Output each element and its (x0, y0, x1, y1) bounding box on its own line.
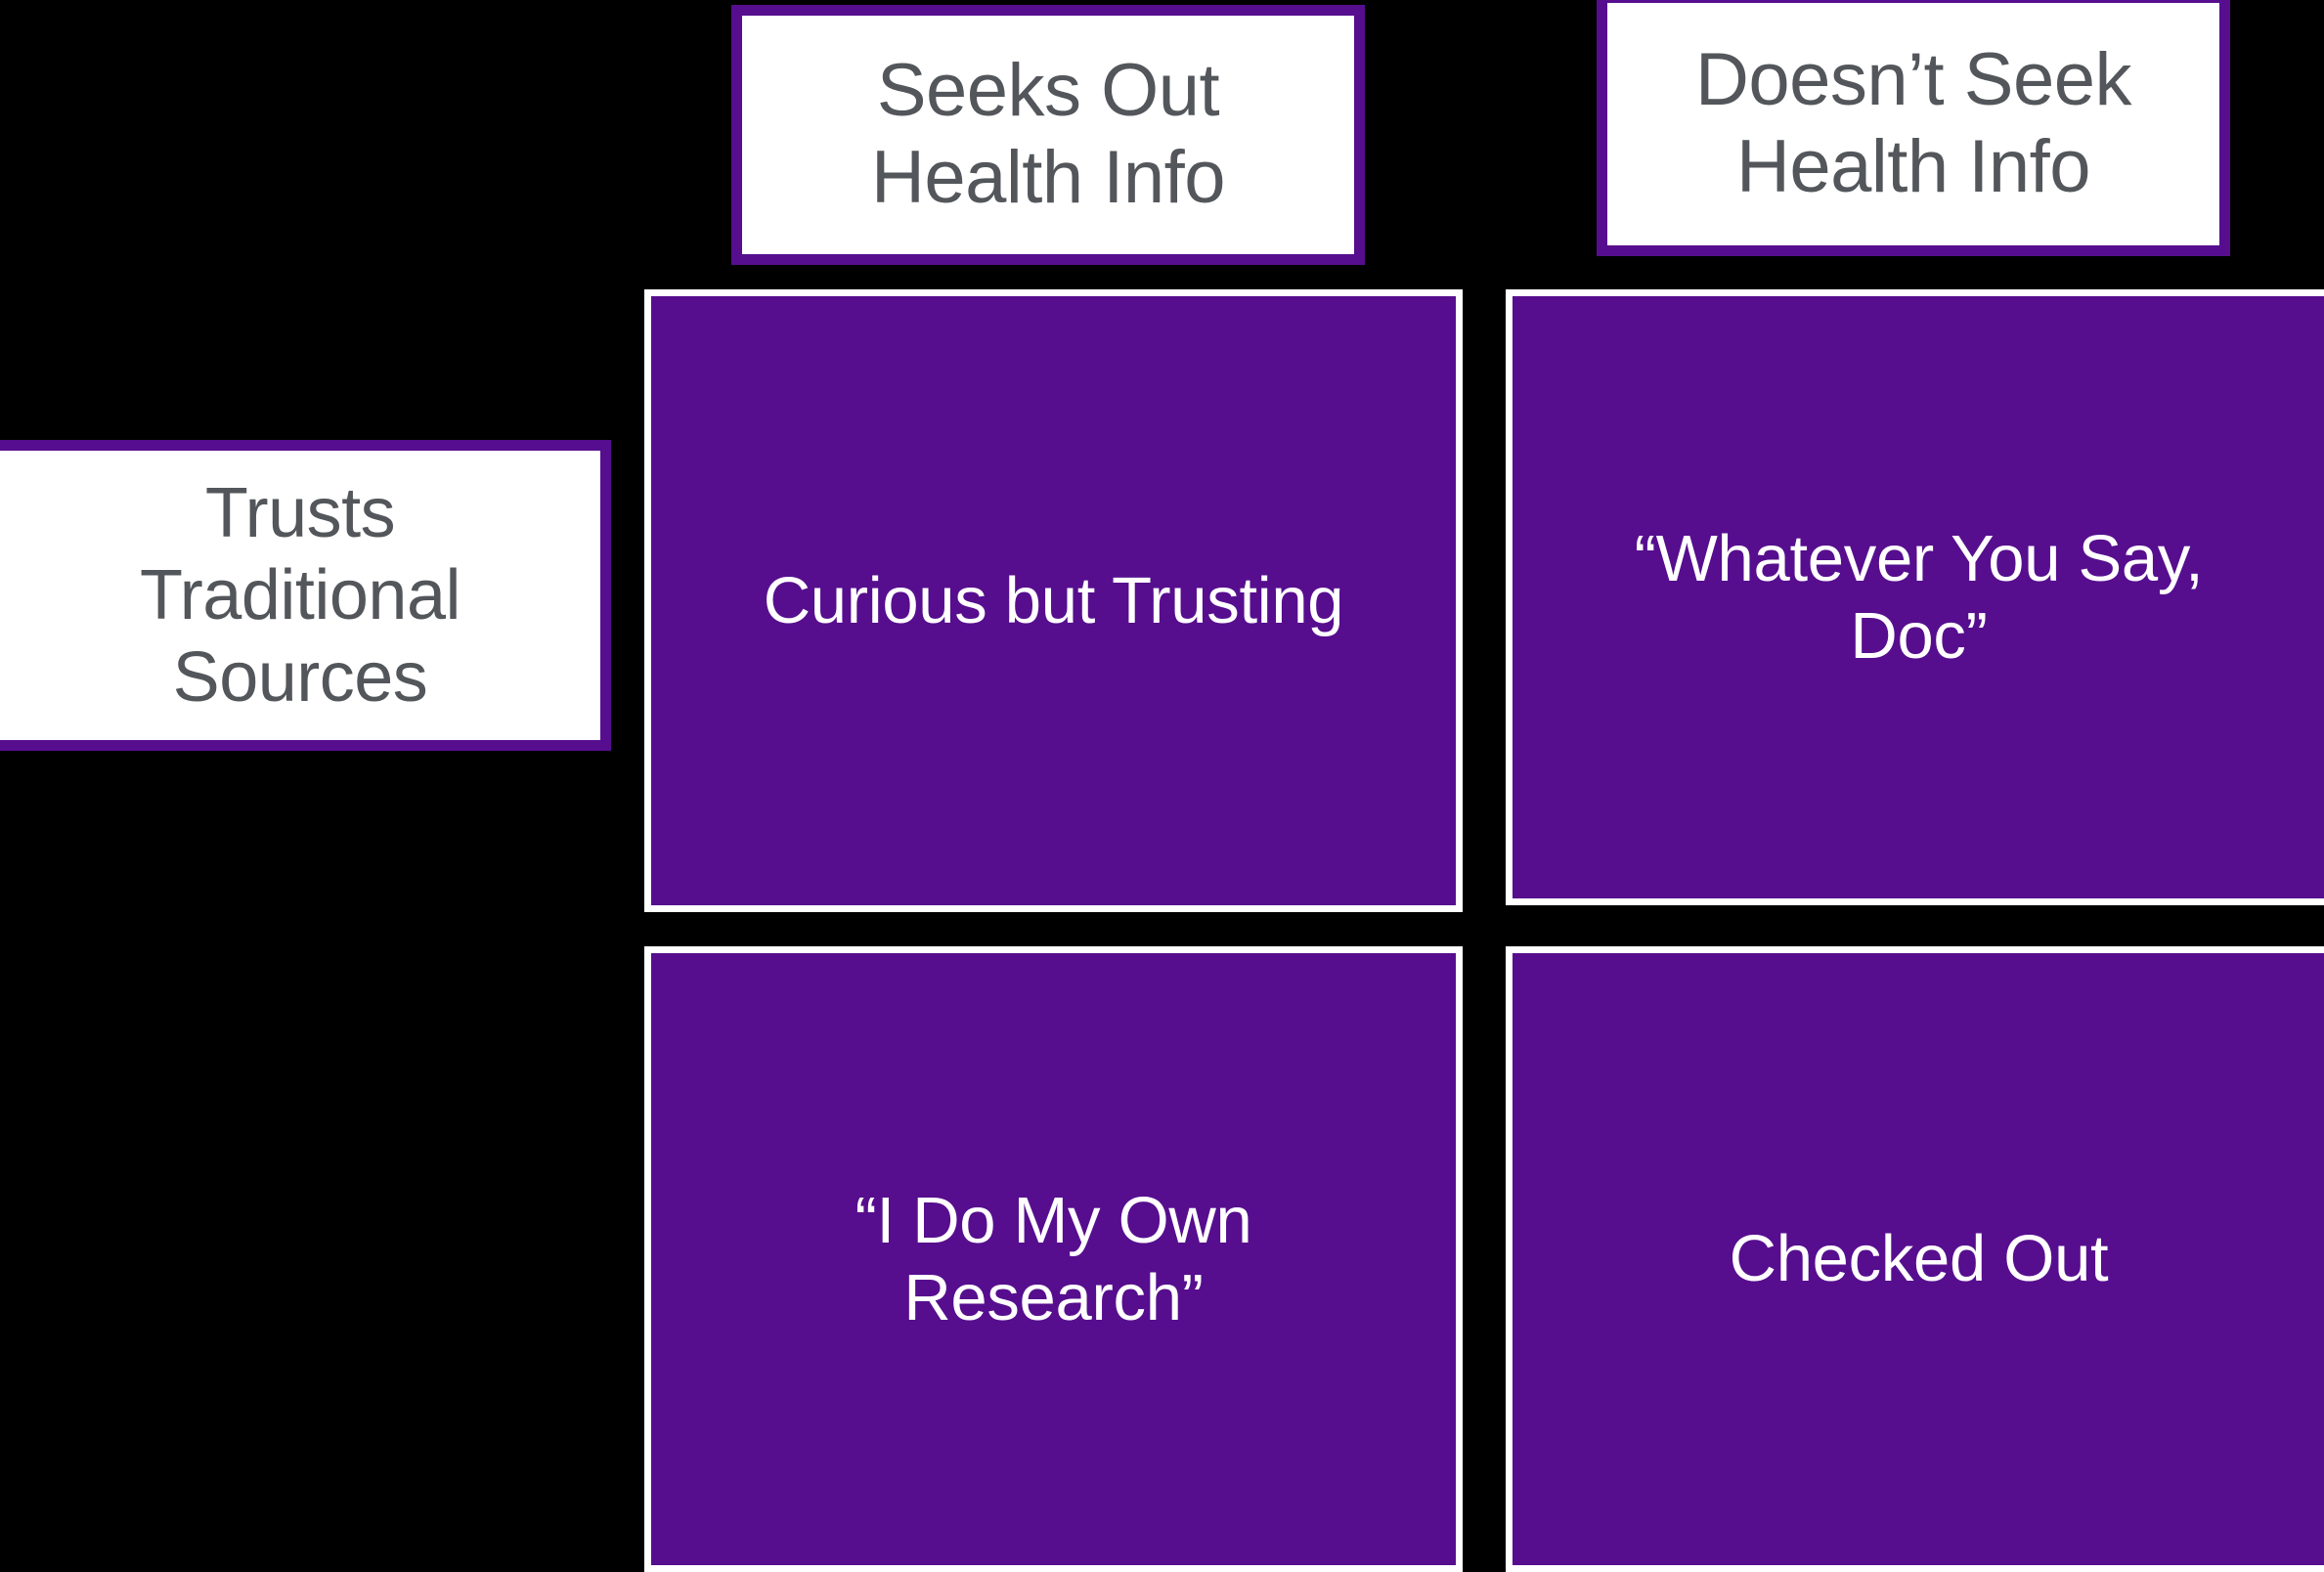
quadrant-cell-curious-but-trusting-label: Curious but Trusting (763, 563, 1344, 637)
row-header-trusts-traditional-sources: Trusts Traditional Sources (0, 440, 611, 751)
row-header-trusts-traditional-sources-label: Trusts Traditional Sources (140, 473, 461, 718)
quadrant-cell-i-do-my-own-research-label: “I Do My Own Research” (855, 1183, 1252, 1334)
column-header-seeks-out-health-info: Seeks Out Health Info (731, 5, 1365, 265)
quadrant-cell-checked-out-label: Checked Out (1729, 1222, 2109, 1296)
column-header-doesnt-seek-health-info: Doesn’t Seek Health Info (1597, 0, 2230, 256)
column-header-doesnt-seek-health-info-label: Doesn’t Seek Health Info (1694, 38, 2132, 208)
quadrant-cell-whatever-you-say-doc-label: “Whatever You Say, Doc” (1634, 521, 2204, 673)
quadrant-cell-whatever-you-say-doc[interactable]: “Whatever You Say, Doc” (1506, 289, 2324, 905)
quadrant-cell-curious-but-trusting[interactable]: Curious but Trusting (644, 289, 1463, 912)
quadrant-cell-checked-out[interactable]: Checked Out (1506, 946, 2324, 1572)
column-header-seeks-out-health-info-label: Seeks Out Health Info (870, 49, 1226, 219)
quadrant-cell-i-do-my-own-research[interactable]: “I Do My Own Research” (644, 946, 1463, 1572)
